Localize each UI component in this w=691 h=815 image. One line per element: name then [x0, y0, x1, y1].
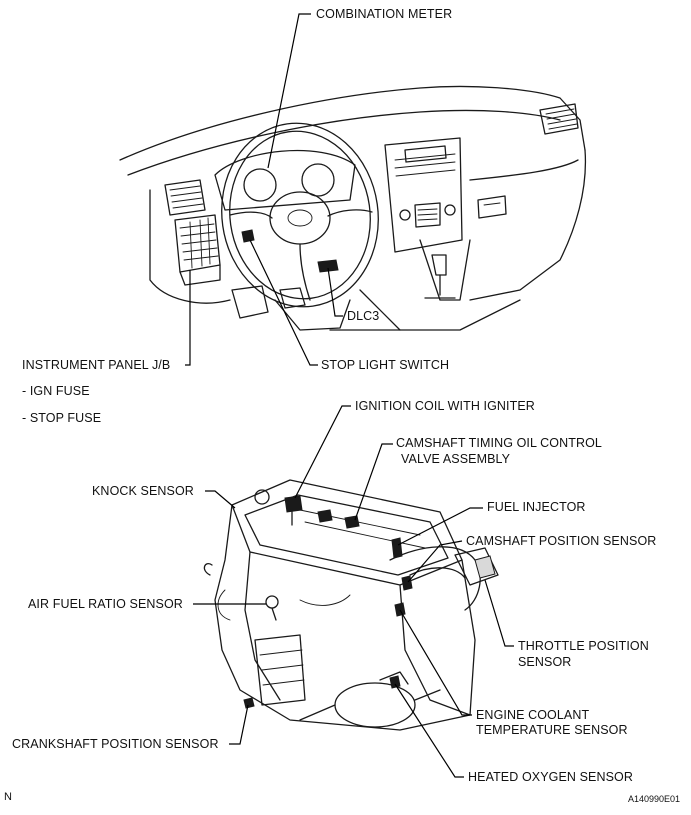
label-air-fuel-ratio-sensor: AIR FUEL RATIO SENSOR: [28, 597, 183, 611]
label-engine-coolant-line1: ENGINE COOLANT: [476, 708, 590, 722]
label-engine-coolant-line2: TEMPERATURE SENSOR: [476, 723, 628, 737]
corner-mark-n: N: [4, 791, 13, 803]
label-throttle-position-line2: SENSOR: [518, 655, 572, 669]
label-stop-light-switch: STOP LIGHT SWITCH: [321, 358, 450, 372]
label-camshaft-timing-line2: VALVE ASSEMBLY: [401, 452, 511, 466]
label-instrument-panel-jb: INSTRUMENT PANEL J/B: [22, 358, 171, 372]
label-crankshaft-position-sensor: CRANKSHAFT POSITION SENSOR: [12, 737, 219, 751]
label-camshaft-timing-line1: CAMSHAFT TIMING OIL CONTROL: [396, 436, 602, 450]
leader-lines: [185, 13, 514, 778]
label-heated-oxygen-sensor: HEATED OXYGEN SENSOR: [468, 770, 633, 784]
label-dlc3: DLC3: [347, 309, 380, 323]
label-throttle-position-line1: THROTTLE POSITION: [518, 639, 649, 653]
engine-drawing: [203, 479, 499, 731]
label-knock-sensor: KNOCK SENSOR: [92, 484, 194, 498]
label-camshaft-position-sensor: CAMSHAFT POSITION SENSOR: [466, 534, 657, 548]
figure-id: A140990E01: [628, 794, 681, 804]
dashboard-drawing: [119, 85, 587, 331]
label-stop-fuse: - STOP FUSE: [22, 411, 102, 425]
label-ignition-coil: IGNITION COIL WITH IGNITER: [355, 399, 535, 413]
label-combination-meter: COMBINATION METER: [316, 7, 453, 21]
label-ign-fuse: - IGN FUSE: [22, 384, 90, 398]
label-fuel-injector: FUEL INJECTOR: [487, 500, 586, 514]
